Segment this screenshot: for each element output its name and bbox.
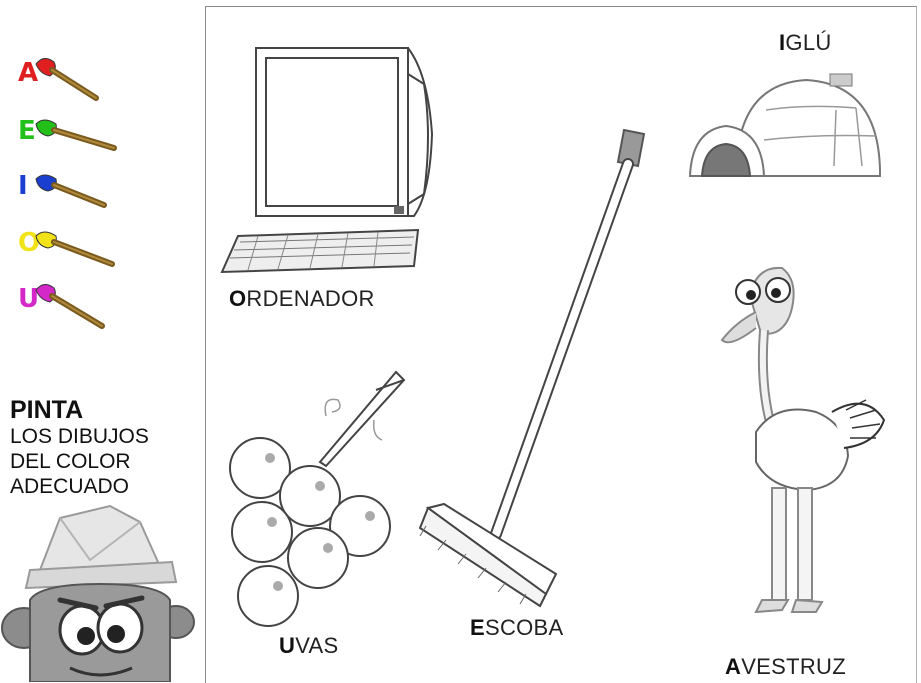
label-first-letter: U — [279, 633, 296, 658]
vowel-letter-e: E — [18, 116, 36, 146]
label-rest: SCOBA — [484, 615, 564, 640]
vowel-letter-a: A — [18, 58, 39, 88]
vowel-palette: A E I O U — [0, 0, 200, 682]
igloo-icon[interactable] — [686, 70, 888, 182]
label-escoba: ESCOBA — [470, 615, 564, 641]
instructions-line: DEL COLOR — [10, 450, 131, 473]
instructions-line: LOS DIBUJOS — [10, 425, 149, 448]
computer-icon[interactable] — [218, 44, 454, 280]
label-uvas: UVAS — [279, 633, 339, 659]
label-first-letter: E — [470, 615, 485, 640]
label-avestruz: AVESTRUZ — [725, 654, 846, 680]
paintbrush-icon — [35, 284, 105, 329]
label-first-letter: I — [779, 30, 786, 55]
paintbrush-icon — [35, 58, 99, 101]
vowel-letter-o: O — [18, 228, 41, 258]
label-rest: GLÚ — [785, 30, 832, 55]
vowel-letter-i: I — [18, 171, 28, 201]
paintbrush-u[interactable]: U — [14, 278, 124, 329]
paintbrush-icon — [35, 119, 117, 151]
paintbrush-a[interactable]: A — [14, 52, 124, 102]
label-iglu: IGLÚ — [779, 30, 832, 56]
ostrich-icon[interactable] — [716, 252, 888, 648]
label-rest: VAS — [295, 633, 339, 658]
instructions-title: PINTA — [10, 396, 84, 424]
vowel-letter-u: U — [18, 284, 40, 314]
instructions-line: ADECUADO — [10, 475, 130, 498]
label-rest: VESTRUZ — [741, 654, 846, 679]
mascot-icon — [1, 504, 195, 682]
paintbrush-icon — [35, 231, 115, 267]
label-first-letter: O — [229, 286, 247, 311]
label-rest: RDENADOR — [246, 286, 375, 311]
paintbrush-i[interactable]: I — [14, 165, 124, 215]
paintbrush-o[interactable]: O — [14, 222, 124, 272]
label-first-letter: A — [725, 654, 742, 679]
paintbrush-e[interactable]: E — [14, 110, 124, 160]
label-ordenador: ORDENADOR — [229, 286, 375, 312]
coloring-area — [205, 6, 917, 683]
broom-icon[interactable] — [416, 124, 664, 610]
instructions: PINTA LOS DIBUJOS DEL COLOR ADECUADO — [10, 396, 149, 499]
grapes-icon[interactable] — [226, 366, 412, 630]
paintbrush-icon — [35, 174, 107, 208]
